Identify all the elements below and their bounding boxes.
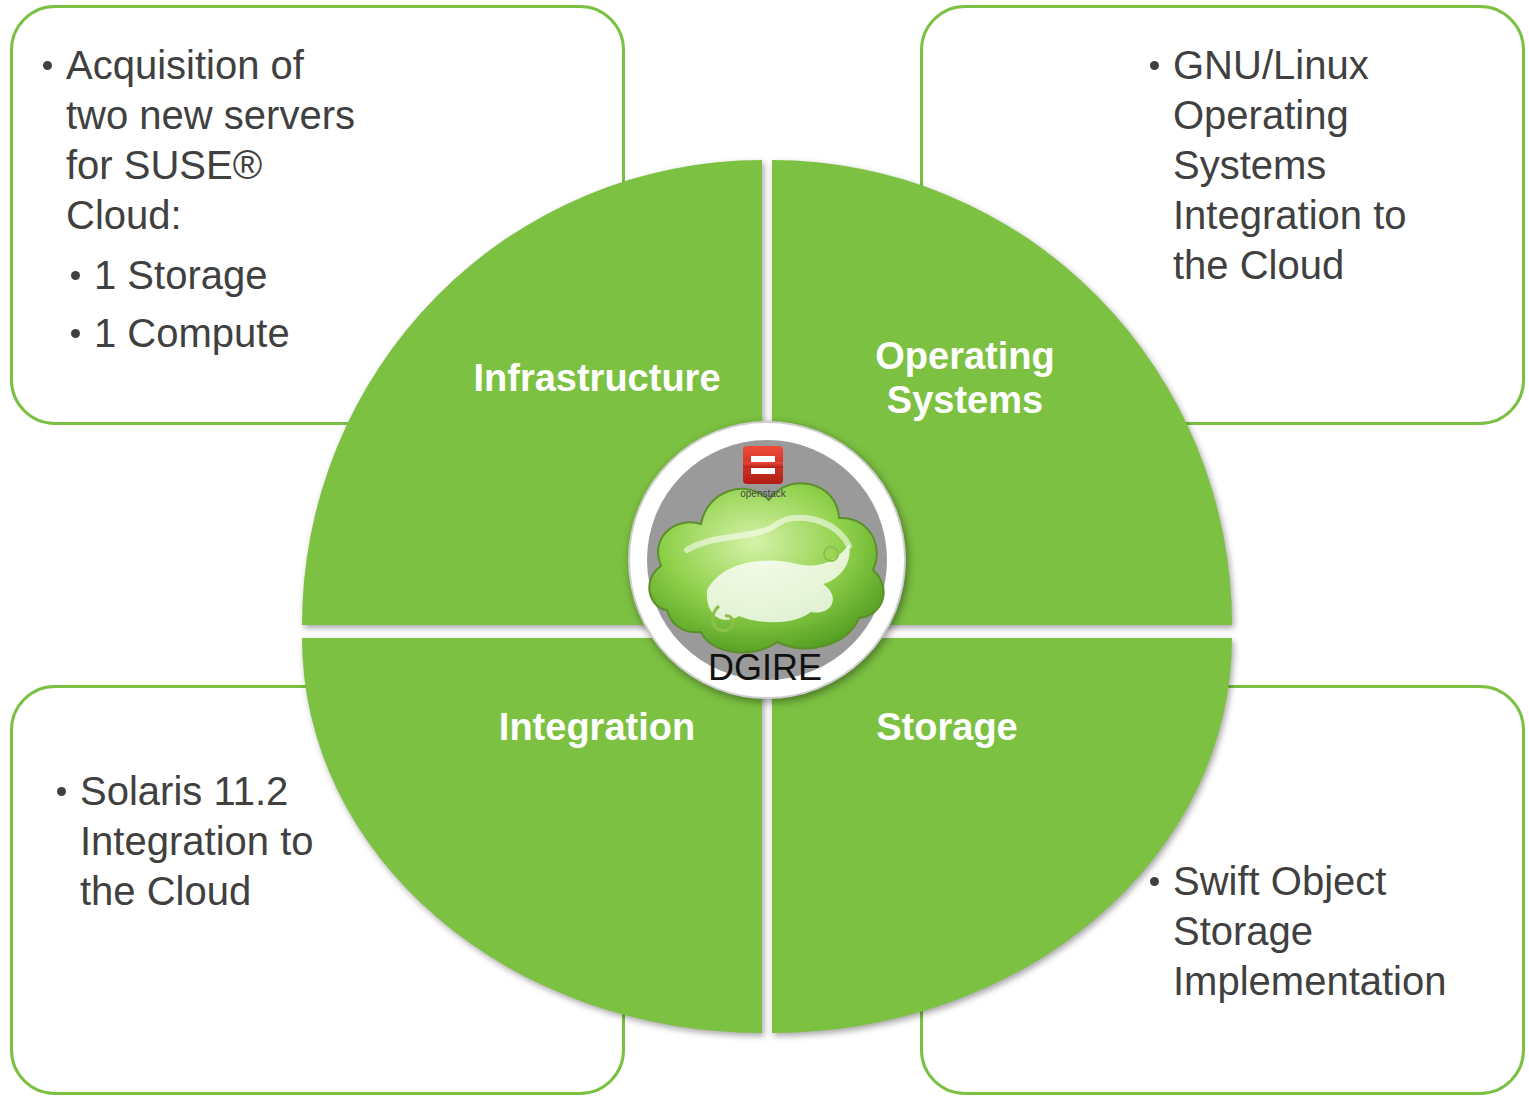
quadrant-label-wrap: Infrastructure xyxy=(473,356,720,400)
quadrant-shape xyxy=(302,638,762,1033)
quadrant-label-wrap: Storage xyxy=(876,705,1017,749)
bullet-dot xyxy=(43,61,52,70)
bullet-dot xyxy=(1150,61,1159,70)
quadrant-label-wrap: Integration xyxy=(499,705,695,749)
quadrant-segment: Storage xyxy=(772,638,1232,1033)
logo-label: openstack xyxy=(740,488,786,500)
bullet-item: Swift Object Storage Implementation xyxy=(1150,856,1522,1006)
bullet-dot xyxy=(1150,877,1159,886)
quadrant-label: Operating Systems xyxy=(840,334,1090,422)
bullet-text: 1 Compute xyxy=(94,308,394,358)
quadrant-label: Storage xyxy=(876,705,1017,749)
logo-label-wrap: openstack xyxy=(740,488,786,500)
bullet-text: Swift Object Storage Implementation xyxy=(1173,856,1493,1006)
quadrant-label: Infrastructure xyxy=(473,356,720,400)
bullet-text: Solaris 11.2 Integration to the Cloud xyxy=(80,766,360,916)
quadrant-shape xyxy=(772,638,1232,1033)
bullet-item: Acquisition of two new servers for SUSE®… xyxy=(43,40,622,240)
quadrant-label: Integration xyxy=(499,705,695,749)
bullet-dot xyxy=(71,271,80,280)
bullet-text: GNU/Linux Operating Systems Integration … xyxy=(1173,40,1453,290)
bullet-dot xyxy=(57,787,66,796)
center-label-wrap: DGIRE xyxy=(708,648,822,688)
quadrant-label-wrap: Operating Systems xyxy=(840,334,1090,422)
quadrant-segment: Integration xyxy=(302,638,762,1033)
bullet-dot xyxy=(71,329,80,338)
center-circle: openstackDGIRE xyxy=(627,420,907,700)
center-label: DGIRE xyxy=(708,648,822,688)
bullet-item: GNU/Linux Operating Systems Integration … xyxy=(1150,40,1522,290)
bullet-text: Acquisition of two new servers for SUSE®… xyxy=(66,40,366,240)
bullet-text: 1 Storage xyxy=(94,250,394,300)
